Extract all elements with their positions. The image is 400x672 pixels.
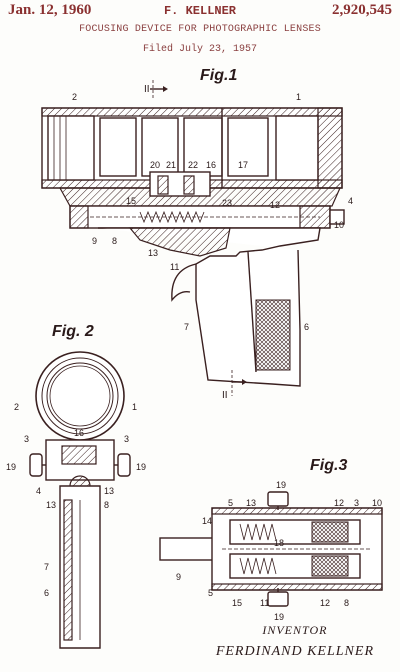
ref-label: 12 [270, 200, 280, 210]
fig3-label: Fig.3 [310, 457, 347, 474]
fig1-label: Fig.1 [200, 67, 237, 84]
ref-label: 11 [260, 598, 269, 608]
ref-label: 1 [296, 92, 301, 102]
fig2-reference-numbers: 2 1 3 16 3 19 19 4 13 13 8 7 6 [6, 402, 146, 598]
ref-label: 1 [132, 402, 137, 412]
ref-label: 8 [344, 598, 349, 608]
ref-label: 5 [228, 498, 233, 508]
svg-text:II: II [144, 84, 150, 95]
fig2-label: Fig. 2 [52, 323, 94, 340]
ref-label: 6 [44, 588, 49, 598]
ref-label: 11 [170, 262, 179, 272]
ref-label: 13 [46, 500, 56, 510]
focusing-mechanism-top-view [159, 491, 383, 607]
ref-label: 12 [320, 598, 330, 608]
ref-label: 22 [188, 160, 198, 170]
figure-3: Fig.3 19 5 13 [159, 457, 383, 622]
ref-label: 7 [44, 562, 49, 572]
ref-label: 8 [112, 236, 117, 246]
section-mark-top: II [144, 80, 168, 100]
ref-label: 4 [36, 486, 41, 496]
ref-label: 3 [24, 434, 29, 444]
ref-label: 23 [222, 198, 232, 208]
ref-label: 15 [126, 196, 136, 206]
ref-label: 20 [150, 160, 160, 170]
ref-label: 13 [104, 486, 114, 496]
fig3-reference-numbers: 19 5 13 12 3 10 14 18 9 5 15 11 12 8 19 [176, 480, 382, 622]
section-mark-bottom: II [222, 370, 247, 401]
fig1-reference-numbers: 1 2 20 21 22 16 17 15 23 12 4 10 9 8 13 … [72, 92, 353, 332]
figure-2: Fig. 2 2 [6, 323, 146, 649]
ref-label: 19 [136, 462, 146, 472]
ref-label: 3 [354, 498, 359, 508]
ref-label: 15 [232, 598, 242, 608]
inventor-signature: INVENTOR FERDINAND KELLNER [216, 623, 374, 660]
ref-label: 2 [14, 402, 19, 412]
handle-side-view [59, 485, 101, 649]
lens-ring-end-view [35, 351, 125, 441]
ref-label: 9 [176, 572, 181, 582]
ref-label: 5 [208, 588, 213, 598]
ref-label: 4 [348, 196, 353, 206]
ref-label: 13 [246, 498, 256, 508]
ref-label: 18 [274, 538, 284, 548]
ref-label: 10 [334, 220, 344, 230]
ref-label: 3 [124, 434, 129, 444]
ref-label: 16 [74, 428, 84, 438]
inventor-name: FERDINAND KELLNER [215, 644, 374, 659]
ref-label: 21 [166, 160, 176, 170]
ref-label: 6 [304, 322, 309, 332]
inventor-label: INVENTOR [262, 623, 328, 637]
ref-label: 10 [372, 498, 382, 508]
ref-label: 19 [276, 480, 286, 490]
mechanism-housing [58, 171, 345, 229]
patent-date: Jan. 12, 1960 [8, 2, 92, 18]
ref-label: 9 [92, 236, 97, 246]
filed-date: Filed July 23, 1957 [142, 44, 258, 55]
ref-label: 14 [202, 516, 212, 526]
figure-1: Fig.1 II [41, 67, 353, 401]
ref-label: 8 [104, 500, 109, 510]
patent-title: FOCUSING DEVICE FOR PHOTOGRAPHIC LENSES [79, 24, 321, 35]
ref-label: 2 [72, 92, 77, 102]
ref-label: 16 [206, 160, 216, 170]
ref-label: 7 [184, 322, 189, 332]
ref-label: 12 [334, 498, 344, 508]
inventor-header: F. KELLNER [163, 4, 236, 18]
svg-text:II: II [222, 390, 228, 401]
ref-label: 13 [148, 248, 158, 258]
pistol-grip [98, 227, 321, 387]
patent-number: 2,920,545 [332, 2, 392, 18]
ref-label: 19 [274, 612, 284, 622]
ref-label: 19 [6, 462, 16, 472]
ref-label: 17 [238, 160, 248, 170]
